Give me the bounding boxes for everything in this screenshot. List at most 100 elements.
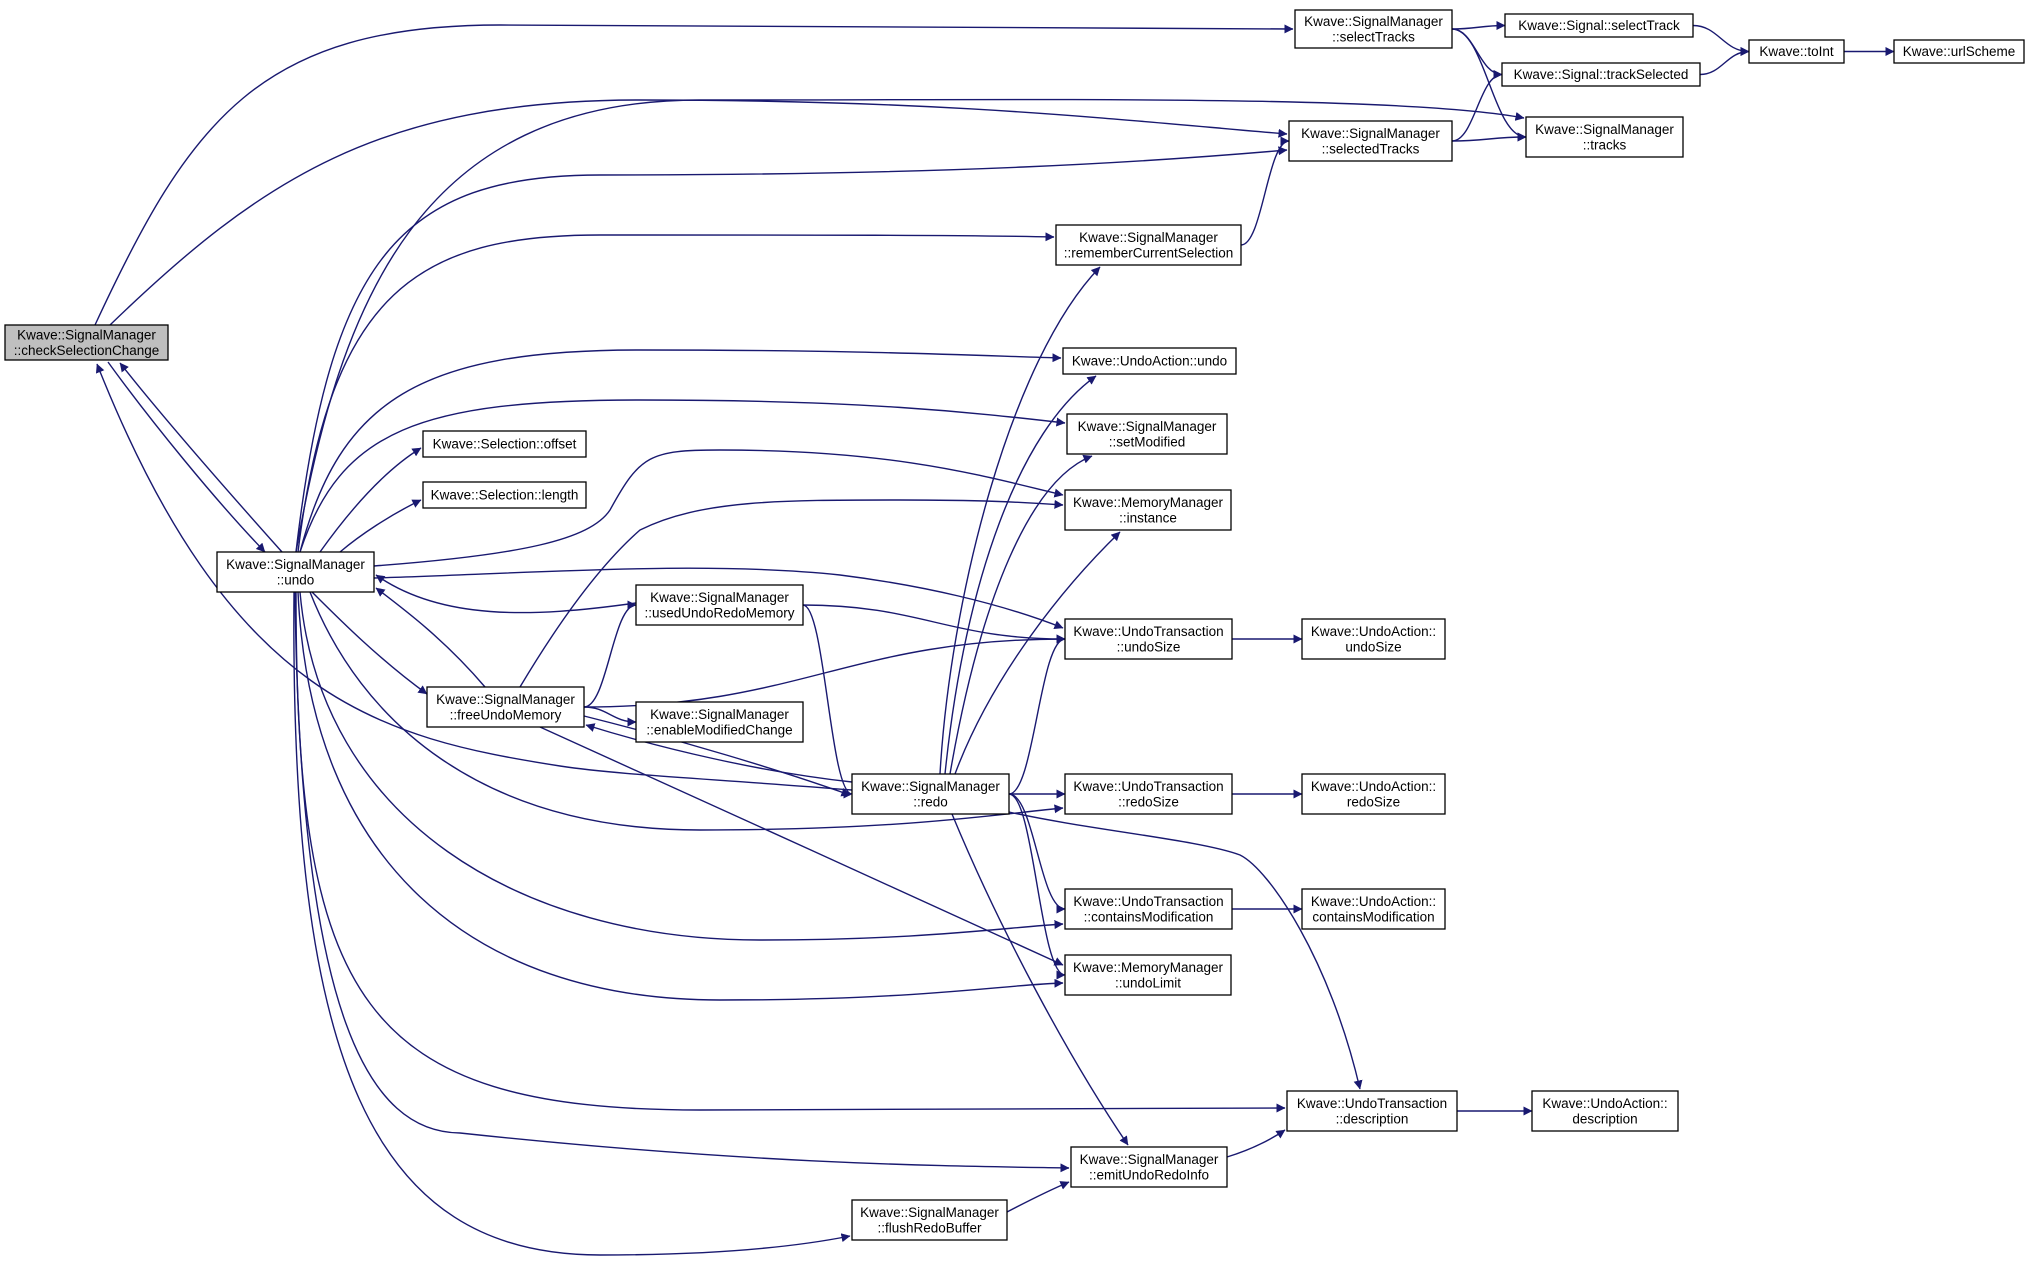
edge-undo-to-setMod bbox=[299, 399, 1066, 553]
node-redo[interactable]: Kwave::SignalManager::redo bbox=[851, 773, 1010, 815]
edge-undo-to-mmUndoLimit bbox=[297, 591, 1064, 1001]
node-label-line: ::flushRedoBuffer bbox=[877, 1220, 982, 1235]
edge-undo-to-offset bbox=[319, 447, 422, 553]
node-box bbox=[1504, 13, 1694, 38]
node-box bbox=[1531, 1090, 1679, 1132]
node-label-line: Kwave::SignalManager bbox=[226, 557, 365, 572]
edge-line bbox=[583, 715, 851, 797]
node-length[interactable]: Kwave::Selection::length bbox=[422, 481, 587, 509]
edge-line bbox=[802, 604, 1066, 644]
node-uaRedoSize[interactable]: Kwave::UndoAction::redoSize bbox=[1301, 773, 1446, 815]
node-label-line: Kwave::MemoryManager bbox=[1073, 495, 1224, 510]
node-urlScheme[interactable]: Kwave::urlScheme bbox=[1893, 39, 2025, 64]
node-uaContains[interactable]: Kwave::UndoAction::containsModification bbox=[1301, 888, 1446, 930]
node-label-line: ::undoSize bbox=[1117, 639, 1181, 654]
node-label-line: ::undo bbox=[277, 572, 315, 587]
edge-line bbox=[107, 361, 266, 553]
node-box bbox=[1301, 773, 1446, 815]
edge-line bbox=[583, 706, 637, 727]
node-label-line: ::undoLimit bbox=[1115, 975, 1181, 990]
node-label-line: ::emitUndoRedoInfo bbox=[1089, 1167, 1209, 1182]
node-utRedoSize[interactable]: Kwave::UndoTransaction::redoSize bbox=[1064, 773, 1233, 815]
edge-line bbox=[297, 232, 1055, 553]
node-label-line: ::containsModification bbox=[1084, 909, 1214, 924]
node-check[interactable]: Kwave::SignalManager::checkSelectionChan… bbox=[4, 324, 169, 361]
node-selectedTracks[interactable]: Kwave::SignalManager::selectedTracks bbox=[1288, 120, 1453, 162]
node-utContains[interactable]: Kwave::UndoTransaction::containsModifica… bbox=[1064, 888, 1233, 930]
node-label-line: Kwave::SignalManager bbox=[1301, 126, 1440, 141]
node-toInt[interactable]: Kwave::toInt bbox=[1748, 39, 1845, 64]
edge-line bbox=[1692, 24, 1750, 56]
edge-usedUR-to-redo bbox=[802, 604, 853, 799]
node-label-line: Kwave::Signal::trackSelected bbox=[1514, 67, 1689, 82]
edge-line bbox=[373, 449, 1064, 567]
edge-line bbox=[951, 813, 1129, 1146]
node-emitUR[interactable]: Kwave::SignalManager::emitUndoRedoInfo bbox=[1070, 1146, 1228, 1188]
nodes-layer: Kwave::SignalManager::checkSelectionChan… bbox=[4, 9, 2025, 1241]
node-box bbox=[1301, 618, 1446, 660]
edge-freeUM-to-mmUndoLimit bbox=[539, 726, 1064, 966]
node-box bbox=[422, 430, 587, 458]
edge-line bbox=[319, 447, 422, 553]
node-flushRB[interactable]: Kwave::SignalManager::flushRedoBuffer bbox=[851, 1199, 1008, 1241]
node-box bbox=[4, 324, 169, 361]
node-label-line: Kwave::Selection::length bbox=[431, 488, 579, 503]
node-box bbox=[1064, 954, 1232, 996]
node-box bbox=[1288, 120, 1453, 162]
node-label-line: Kwave::SignalManager bbox=[650, 590, 789, 605]
edge-emitUR-to-utDesc bbox=[1226, 1129, 1286, 1158]
node-uaDesc[interactable]: Kwave::UndoAction::description bbox=[1531, 1090, 1679, 1132]
edge-undo-to-check bbox=[119, 362, 283, 553]
node-label-line: Kwave::SignalManager bbox=[1080, 1152, 1219, 1167]
edge-line bbox=[109, 99, 1288, 326]
node-enableMC[interactable]: Kwave::SignalManager::enableModifiedChan… bbox=[635, 701, 804, 743]
edge-line bbox=[1451, 21, 1506, 31]
edge-line bbox=[585, 723, 853, 783]
edge-line bbox=[295, 591, 1286, 1113]
node-label-line: Kwave::urlScheme bbox=[1903, 44, 2016, 59]
node-usedUR[interactable]: Kwave::SignalManager::usedUndoRedoMemory bbox=[635, 584, 804, 626]
edge-redo-to-utContains bbox=[1008, 793, 1066, 914]
node-label-line: Kwave::MemoryManager bbox=[1073, 960, 1224, 975]
node-label-line: ::selectedTracks bbox=[1322, 141, 1420, 156]
edge-line bbox=[1451, 132, 1527, 142]
node-mmInst[interactable]: Kwave::MemoryManager::instance bbox=[1064, 489, 1232, 531]
edge-freeUM-to-mmInst bbox=[519, 499, 1064, 688]
node-uaUndoSize[interactable]: Kwave::UndoAction::undoSize bbox=[1301, 618, 1446, 660]
edge-line bbox=[949, 454, 1093, 775]
edge-undo-to-mmInst bbox=[373, 449, 1064, 567]
node-offset[interactable]: Kwave::Selection::offset bbox=[422, 430, 587, 458]
node-undo[interactable]: Kwave::SignalManager::undo bbox=[216, 551, 375, 593]
node-box bbox=[1064, 489, 1232, 531]
node-uaUndo[interactable]: Kwave::UndoAction::undo bbox=[1062, 347, 1237, 375]
node-label-line: Kwave::toInt bbox=[1759, 44, 1834, 59]
node-selTrack[interactable]: Kwave::Signal::selectTrack bbox=[1504, 13, 1694, 38]
node-label-line: ::tracks bbox=[1583, 137, 1627, 152]
node-box bbox=[1525, 116, 1684, 158]
node-label-line: ::freeUndoMemory bbox=[450, 707, 562, 722]
node-box bbox=[1286, 1090, 1458, 1132]
node-label-line: ::checkSelectionChange bbox=[14, 343, 160, 358]
node-label-line: Kwave::UndoAction:: bbox=[1311, 779, 1436, 794]
edge-selTrack-to-toInt bbox=[1692, 24, 1750, 56]
node-setMod[interactable]: Kwave::SignalManager::setModified bbox=[1066, 413, 1228, 455]
edge-selTracks-to-trackSel bbox=[1451, 28, 1503, 79]
node-freeUM[interactable]: Kwave::SignalManager::freeUndoMemory bbox=[426, 686, 585, 728]
node-box bbox=[635, 701, 804, 743]
node-remember[interactable]: Kwave::SignalManager::rememberCurrentSel… bbox=[1055, 224, 1242, 266]
edge-line bbox=[299, 399, 1066, 553]
node-trackSel[interactable]: Kwave::Signal::trackSelected bbox=[1501, 62, 1701, 87]
node-selTracks[interactable]: Kwave::SignalManager::selectTracks bbox=[1294, 9, 1453, 49]
edge-undo-to-length bbox=[339, 499, 422, 553]
node-utUndoSize[interactable]: Kwave::UndoTransaction::undoSize bbox=[1064, 618, 1233, 660]
node-label-line: redoSize bbox=[1347, 794, 1400, 809]
node-mmUndoLimit[interactable]: Kwave::MemoryManager::undoLimit bbox=[1064, 954, 1232, 996]
edge-redo-to-check bbox=[95, 363, 853, 791]
node-tracks[interactable]: Kwave::SignalManager::tracks bbox=[1525, 116, 1684, 158]
node-box bbox=[1301, 888, 1446, 930]
node-utDesc[interactable]: Kwave::UndoTransaction::description bbox=[1286, 1090, 1458, 1132]
edge-line bbox=[944, 375, 1097, 775]
node-box bbox=[851, 1199, 1008, 1241]
edge-line bbox=[375, 574, 637, 614]
